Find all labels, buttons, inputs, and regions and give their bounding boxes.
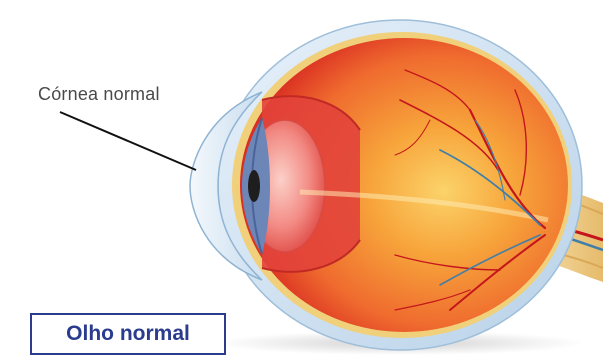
cornea-label: Córnea normal: [38, 84, 160, 105]
pupil: [248, 170, 260, 202]
cornea-callout-line: [60, 112, 196, 170]
diagram-title: Olho normal: [66, 322, 190, 346]
title-box: Olho normal: [30, 313, 226, 355]
